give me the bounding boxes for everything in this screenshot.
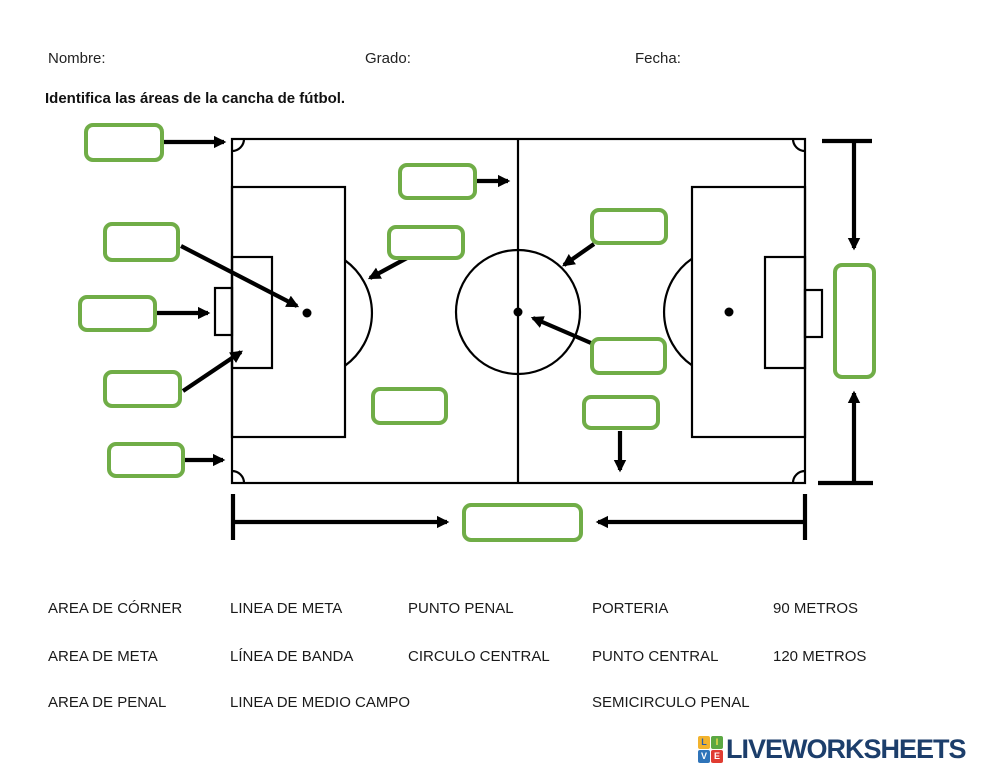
answer-box-field-length[interactable] <box>462 503 583 542</box>
word-bank-item-linea-de-meta[interactable]: LINEA DE META <box>230 600 343 617</box>
answer-box-center-circle[interactable] <box>590 208 668 245</box>
word-bank-item-linea-de-banda[interactable]: LÍNEA DE BANDA <box>230 648 354 665</box>
logo-tile-l: L <box>698 736 710 749</box>
measurement-arrows <box>230 138 873 540</box>
logo-tile-e: E <box>711 750 723 763</box>
answer-box-penalty-spot[interactable] <box>103 222 180 262</box>
answer-box-penalty-arc[interactable] <box>387 225 465 260</box>
answer-box-goal[interactable] <box>78 295 157 332</box>
date-label: Fecha: <box>635 50 681 67</box>
logo-wordmark: LIVEWORKSHEETS <box>726 734 967 764</box>
logo-tile-v: V <box>698 750 710 763</box>
answer-box-field-width[interactable] <box>833 263 876 379</box>
word-bank-item-area-de-meta[interactable]: AREA DE META <box>48 648 158 665</box>
word-bank-item-linea-de-medio-campo[interactable]: LINEA DE MEDIO CAMPO <box>230 694 411 711</box>
word-bank-item-area-de-corner[interactable]: AREA DE CÓRNER <box>48 600 183 617</box>
logo-tile-i: I <box>711 736 723 749</box>
answer-box-goal-line[interactable] <box>107 442 185 478</box>
word-bank-item-120-metros[interactable]: 120 METROS <box>773 648 867 665</box>
liveworksheets-logo-icon: L I V E <box>698 736 723 763</box>
word-bank-item-circulo-central[interactable]: CIRCULO CENTRAL <box>408 648 550 665</box>
answer-box-touch-line[interactable] <box>582 395 660 430</box>
answer-box-halfway-line[interactable] <box>398 163 477 200</box>
word-bank-item-90-metros[interactable]: 90 METROS <box>773 600 859 617</box>
answer-box-penalty-area[interactable] <box>371 387 448 425</box>
word-bank-item-porteria[interactable]: PORTERIA <box>592 600 669 617</box>
instruction-text: Identifica las áreas de la cancha de fút… <box>45 90 346 107</box>
grade-label: Grado: <box>365 50 411 67</box>
answer-box-goal-area[interactable] <box>103 370 182 408</box>
label-arrows <box>157 135 627 473</box>
word-bank-item-semicirculo-penal[interactable]: SEMICIRCULO PENAL <box>592 694 750 711</box>
word-bank-item-punto-central[interactable]: PUNTO CENTRAL <box>592 648 719 665</box>
name-label: Nombre: <box>48 50 106 67</box>
word-bank-item-area-de-penal[interactable]: AREA DE PENAL <box>48 694 167 711</box>
field-spots <box>302 307 734 318</box>
answer-box-corner-area[interactable] <box>84 123 164 162</box>
liveworksheets-logo: L I V E LIVEWORKSHEETS <box>698 734 967 765</box>
answer-box-center-spot[interactable] <box>590 337 667 375</box>
word-bank-item-punto-penal[interactable]: PUNTO PENAL <box>408 600 514 617</box>
